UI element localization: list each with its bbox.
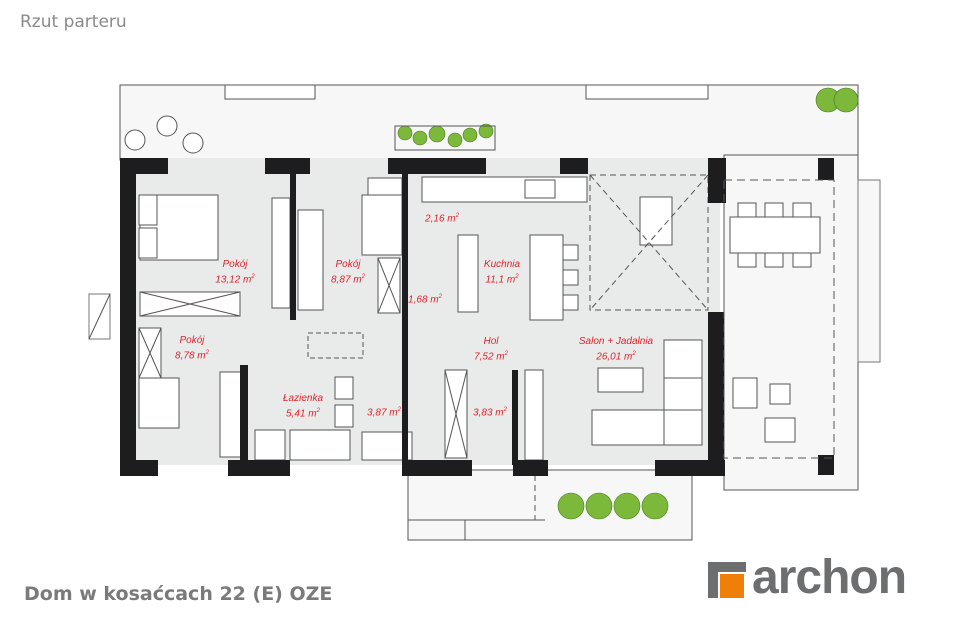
room-label-utility: 3,87 m2 xyxy=(367,407,401,419)
archon-logo-text: archon xyxy=(752,551,907,604)
archon-logo: archon xyxy=(708,551,948,604)
room-label-storage: 2,16 m2 xyxy=(425,213,459,225)
room-label-wc: 1,68 m2 xyxy=(408,294,442,306)
archon-logo-icon xyxy=(708,562,746,598)
project-name: Dom w kosaćcach 22 (E) OZE xyxy=(24,583,333,605)
room-label-wardrobe: 3,83 m2 xyxy=(473,407,507,419)
page-title: Rzut parteru xyxy=(20,12,127,32)
